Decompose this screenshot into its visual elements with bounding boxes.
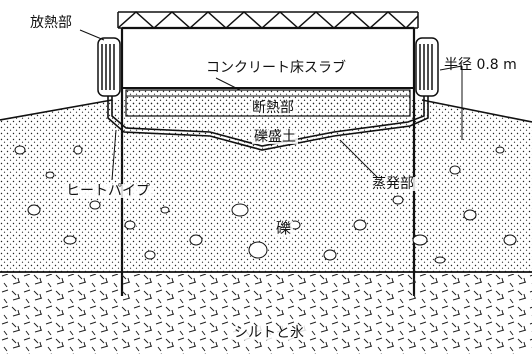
- ground-surface: [0, 99, 532, 123]
- gravel-fill-label: 礫盛土: [252, 129, 298, 145]
- heat-pipe-line: [107, 72, 429, 151]
- gravel-fill-mound: [0, 100, 532, 272]
- radiator-left: [97, 37, 121, 97]
- gravel-label: 礫: [274, 219, 294, 237]
- silt-ice-label: シルトと氷: [232, 325, 306, 341]
- radiator-right: [415, 37, 439, 97]
- evaporator-label: 蒸発部: [370, 176, 416, 192]
- roof-truss: [117, 10, 419, 30]
- heat-pipe-label: ヒートパイプ: [64, 183, 152, 199]
- leader-lines: [79, 29, 463, 181]
- insulation-label: 断熱部: [250, 100, 296, 116]
- slab-label: コンクリート床スラブ: [204, 60, 348, 76]
- radius-label: 半径 0.8 m: [444, 57, 517, 73]
- gravel-stones: [14, 145, 517, 264]
- radiator-label: 放熱部: [30, 15, 72, 31]
- silt-ice-layer: [0, 274, 532, 354]
